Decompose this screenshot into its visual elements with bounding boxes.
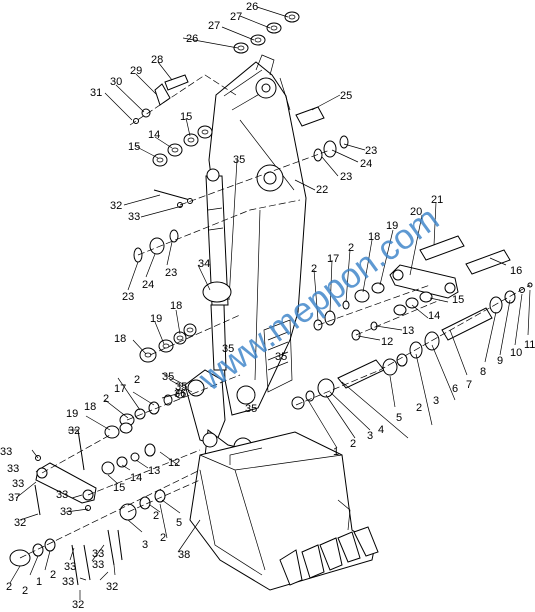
callout-18: 18 — [368, 231, 380, 243]
callout-34: 34 — [198, 258, 210, 270]
callout-19: 19 — [150, 313, 162, 325]
callout-33: 33 — [64, 561, 76, 573]
callout-26: 26 — [186, 33, 198, 45]
callout-14: 14 — [130, 472, 142, 484]
callout-20: 20 — [410, 206, 422, 218]
callout-27: 27 — [208, 20, 220, 32]
callout-37: 37 — [8, 492, 20, 504]
callout-5: 5 — [396, 412, 402, 424]
callout-19: 19 — [386, 220, 398, 232]
callout-7: 7 — [466, 379, 472, 391]
callout-23: 23 — [165, 267, 177, 279]
callout-15: 15 — [452, 294, 464, 306]
callout-6: 6 — [452, 383, 458, 395]
callout-24: 24 — [360, 158, 372, 170]
callout-35: 35 — [275, 351, 287, 363]
bucket — [189, 431, 379, 591]
callout-27: 27 — [230, 11, 242, 23]
callout-23: 23 — [365, 145, 377, 157]
callout-10: 10 — [510, 347, 522, 359]
callout-2: 2 — [6, 581, 12, 593]
bucket-cylinder — [202, 168, 232, 371]
callout-3: 3 — [142, 539, 148, 551]
callout-3: 3 — [367, 430, 373, 442]
callout-35: 35 — [222, 343, 234, 355]
callout-35: 35 — [233, 154, 245, 166]
callout-16: 16 — [510, 265, 522, 277]
callout-36: 36 — [174, 388, 186, 400]
callout-1: 1 — [36, 576, 42, 588]
leader-lines — [9, 6, 531, 600]
callout-14: 14 — [148, 129, 160, 141]
callout-21: 21 — [431, 194, 443, 206]
callout-33: 33 — [92, 548, 104, 560]
callout-2: 2 — [311, 263, 317, 275]
callout-12: 12 — [168, 457, 180, 469]
hardware — [9, 11, 533, 586]
callout-33: 33 — [0, 446, 12, 458]
callout-2: 2 — [50, 569, 56, 581]
callout-35: 35 — [175, 381, 187, 393]
callout-9: 9 — [497, 355, 503, 367]
callout-25: 25 — [340, 90, 352, 102]
callout-33: 33 — [60, 506, 72, 518]
assembly-lines — [19, 74, 531, 559]
callout-2: 2 — [103, 393, 109, 405]
callout-14: 14 — [428, 310, 440, 322]
callout-33: 33 — [62, 576, 74, 588]
callout-35: 35 — [245, 403, 257, 415]
callout-12: 12 — [381, 336, 393, 348]
callout-13: 13 — [148, 465, 160, 477]
callout-32: 32 — [68, 425, 80, 437]
callout-2: 2 — [160, 532, 166, 544]
callout-2: 2 — [153, 510, 159, 522]
callout-18: 18 — [114, 333, 126, 345]
callout-32: 32 — [110, 200, 122, 212]
callout-17: 17 — [114, 383, 126, 395]
callout-31: 31 — [90, 87, 102, 99]
callout-4: 4 — [378, 424, 384, 436]
callout-28: 28 — [151, 54, 163, 66]
callout-33: 33 — [7, 463, 19, 475]
callout-15: 15 — [128, 141, 140, 153]
callout-2: 2 — [348, 242, 354, 254]
callout-23: 23 — [122, 291, 134, 303]
callout-17: 17 — [327, 253, 339, 265]
callout-30: 30 — [110, 76, 122, 88]
callout-38: 38 — [178, 549, 190, 561]
callout-32: 32 — [106, 581, 118, 593]
boom — [208, 54, 307, 416]
callout-24: 24 — [142, 279, 154, 291]
callout-8: 8 — [480, 366, 486, 378]
callout-2: 2 — [416, 402, 422, 414]
callout-22: 22 — [316, 184, 328, 196]
callout-32: 32 — [14, 517, 26, 529]
callout-32: 32 — [72, 599, 84, 611]
callout-33: 33 — [92, 559, 104, 571]
callout-15: 15 — [180, 111, 192, 123]
callout-2: 2 — [22, 585, 28, 597]
callout-35: 35 — [162, 371, 174, 383]
callout-18: 18 — [84, 401, 96, 413]
callout-3: 3 — [433, 395, 439, 407]
callout-19: 19 — [66, 408, 78, 420]
callout-23: 23 — [340, 171, 352, 183]
callout-15: 15 — [113, 482, 125, 494]
callout-33: 33 — [56, 489, 68, 501]
callout-2: 2 — [134, 374, 140, 386]
callout-33: 33 — [128, 211, 140, 223]
callout-11: 11 — [524, 339, 535, 351]
callout-26: 26 — [246, 1, 258, 13]
callout-29: 29 — [130, 65, 142, 77]
callout-13: 13 — [402, 325, 414, 337]
callout-2: 2 — [350, 438, 356, 450]
callout-18: 18 — [170, 300, 182, 312]
callout-33: 33 — [12, 478, 24, 490]
callout-5: 5 — [176, 517, 182, 529]
callout-1: 1 — [333, 446, 339, 458]
